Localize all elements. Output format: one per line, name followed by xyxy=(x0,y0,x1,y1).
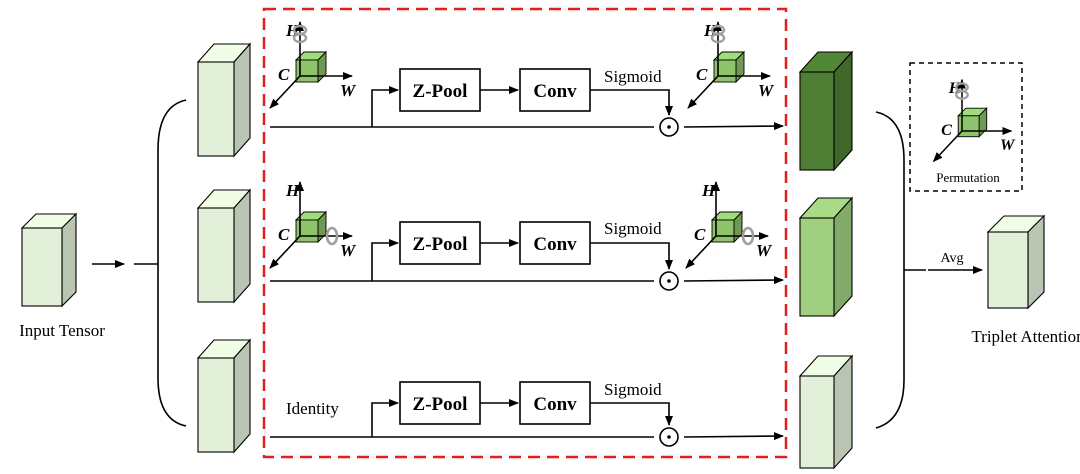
branch-1-sigmoid-line xyxy=(590,89,673,116)
branch-1-conv-box xyxy=(519,68,591,112)
h-rotation-arrow-lower xyxy=(292,32,308,44)
cube-side-face xyxy=(233,188,251,304)
cube-side-face xyxy=(1027,214,1045,310)
permutation-legend-axes: H C W xyxy=(932,78,1016,163)
branch-2-zpool-box xyxy=(399,221,481,265)
w-axis-label: W xyxy=(758,81,775,100)
avg-label: Avg xyxy=(940,251,963,266)
branch-2-conv-box xyxy=(519,221,591,265)
branch-2-output-axes: H C W xyxy=(685,181,773,269)
c-axis-arrow xyxy=(932,130,963,163)
cube-front-face xyxy=(799,71,835,171)
branch-1-sigmoid-label: Sigmoid xyxy=(604,67,662,86)
branch-3-sigmoid-line xyxy=(590,402,673,426)
cube-front-face xyxy=(197,61,235,157)
branch-3-zpool-box xyxy=(399,381,481,425)
branch-3-output-cube xyxy=(798,354,854,470)
permutation-label: Permutation xyxy=(936,170,1000,185)
w-axis-label: W xyxy=(756,241,773,260)
branch-2-conv-label: Conv xyxy=(533,234,577,255)
branch-2-multiply-dot xyxy=(667,279,671,283)
branch-3-sigmoid-label: Sigmoid xyxy=(604,380,662,399)
branch-2-input-axes: H C W xyxy=(269,181,357,269)
branch-3-multiply-dot xyxy=(667,435,671,439)
left-brace xyxy=(157,99,187,427)
permutation-legend-box xyxy=(909,62,1023,192)
branch-3-conv-label: Conv xyxy=(533,394,577,415)
c-axis-label: C xyxy=(941,122,952,139)
cube-side-face xyxy=(233,42,251,158)
cube-side-face xyxy=(833,354,853,470)
cube-side-face xyxy=(833,196,853,318)
branch-2-zpool-label: Z-Pool xyxy=(413,234,468,255)
w-axis-label: W xyxy=(340,241,357,260)
cube-front-face xyxy=(799,217,835,317)
c-axis-label: C xyxy=(696,65,708,84)
right-brace xyxy=(875,111,905,429)
branch-2-sigmoid-label: Sigmoid xyxy=(604,219,662,238)
cube-front-face xyxy=(21,227,63,307)
w-axis-label: W xyxy=(340,81,357,100)
branch-input-cube-2 xyxy=(196,188,252,304)
h-axis-label: H xyxy=(285,21,300,40)
cube-front-face xyxy=(799,375,835,469)
cube-front-face xyxy=(197,207,235,303)
h-axis-label: H xyxy=(948,80,962,97)
branch-1-output-arrow xyxy=(683,122,784,131)
branch-input-cube-1 xyxy=(196,42,252,158)
branch-1-output-cube xyxy=(798,50,854,172)
c-axis-arrow xyxy=(269,235,301,269)
branch-1-output-axes: H C W xyxy=(687,21,775,109)
h-axis-label: H xyxy=(285,181,300,200)
branch-2-output-arrow xyxy=(683,276,784,285)
branch-1-input-axes: H C W xyxy=(269,21,357,109)
branch-1-zpool-label: Z-Pool xyxy=(413,81,468,102)
h-axis-label: H xyxy=(701,181,716,200)
identity-label: Identity xyxy=(286,399,339,418)
branch-2-sigmoid-line xyxy=(590,242,673,270)
w-rotation-arrow xyxy=(741,226,755,246)
c-axis-label: C xyxy=(694,225,706,244)
cube-side-face xyxy=(233,338,251,454)
branch-3-conv-box xyxy=(519,381,591,425)
input-tensor-label: Input Tensor xyxy=(19,321,105,340)
triplet-attention-label: Triplet Attention xyxy=(971,327,1080,346)
branch-1: H C W Z-Pool Conv Sigmoid H C W xyxy=(269,21,784,137)
branch-1-zpool-box xyxy=(399,68,481,112)
w-rotation-arrow xyxy=(325,226,339,246)
branch-1-skip-line xyxy=(371,86,399,127)
branch-3-output-arrow xyxy=(683,432,784,441)
h-rotation-arrow-lower xyxy=(955,89,969,100)
cube-side-face xyxy=(61,212,77,308)
branch-2: H C W Z-Pool Conv Sigmoid H C W xyxy=(269,181,784,291)
attention-branches-frame xyxy=(262,7,788,459)
w-axis-label: W xyxy=(1000,137,1016,154)
branch-2-skip-line xyxy=(371,239,399,281)
branch-3-zpool-label: Z-Pool xyxy=(413,394,468,415)
branch-2-output-cube xyxy=(798,196,854,318)
c-axis-label: C xyxy=(278,225,290,244)
c-axis-arrow xyxy=(687,75,719,109)
h-axis-label: H xyxy=(703,21,718,40)
cube-front-face xyxy=(987,231,1029,309)
c-axis-label: C xyxy=(278,65,290,84)
branch-3: Identity Z-Pool Conv Sigmoid xyxy=(270,380,784,447)
cube-side-face xyxy=(833,50,853,172)
cube-front-face xyxy=(197,357,235,453)
triplet-attention-output-cube xyxy=(986,214,1046,310)
h-rotation-arrow-lower xyxy=(710,32,726,44)
c-axis-arrow xyxy=(685,235,717,269)
branch-input-cube-3 xyxy=(196,338,252,454)
input-tensor-cube xyxy=(20,212,78,308)
c-axis-arrow xyxy=(269,75,301,109)
branch-1-multiply-dot xyxy=(667,125,671,129)
branch-1-conv-label: Conv xyxy=(533,81,577,102)
branch-3-skip-line xyxy=(371,399,399,437)
